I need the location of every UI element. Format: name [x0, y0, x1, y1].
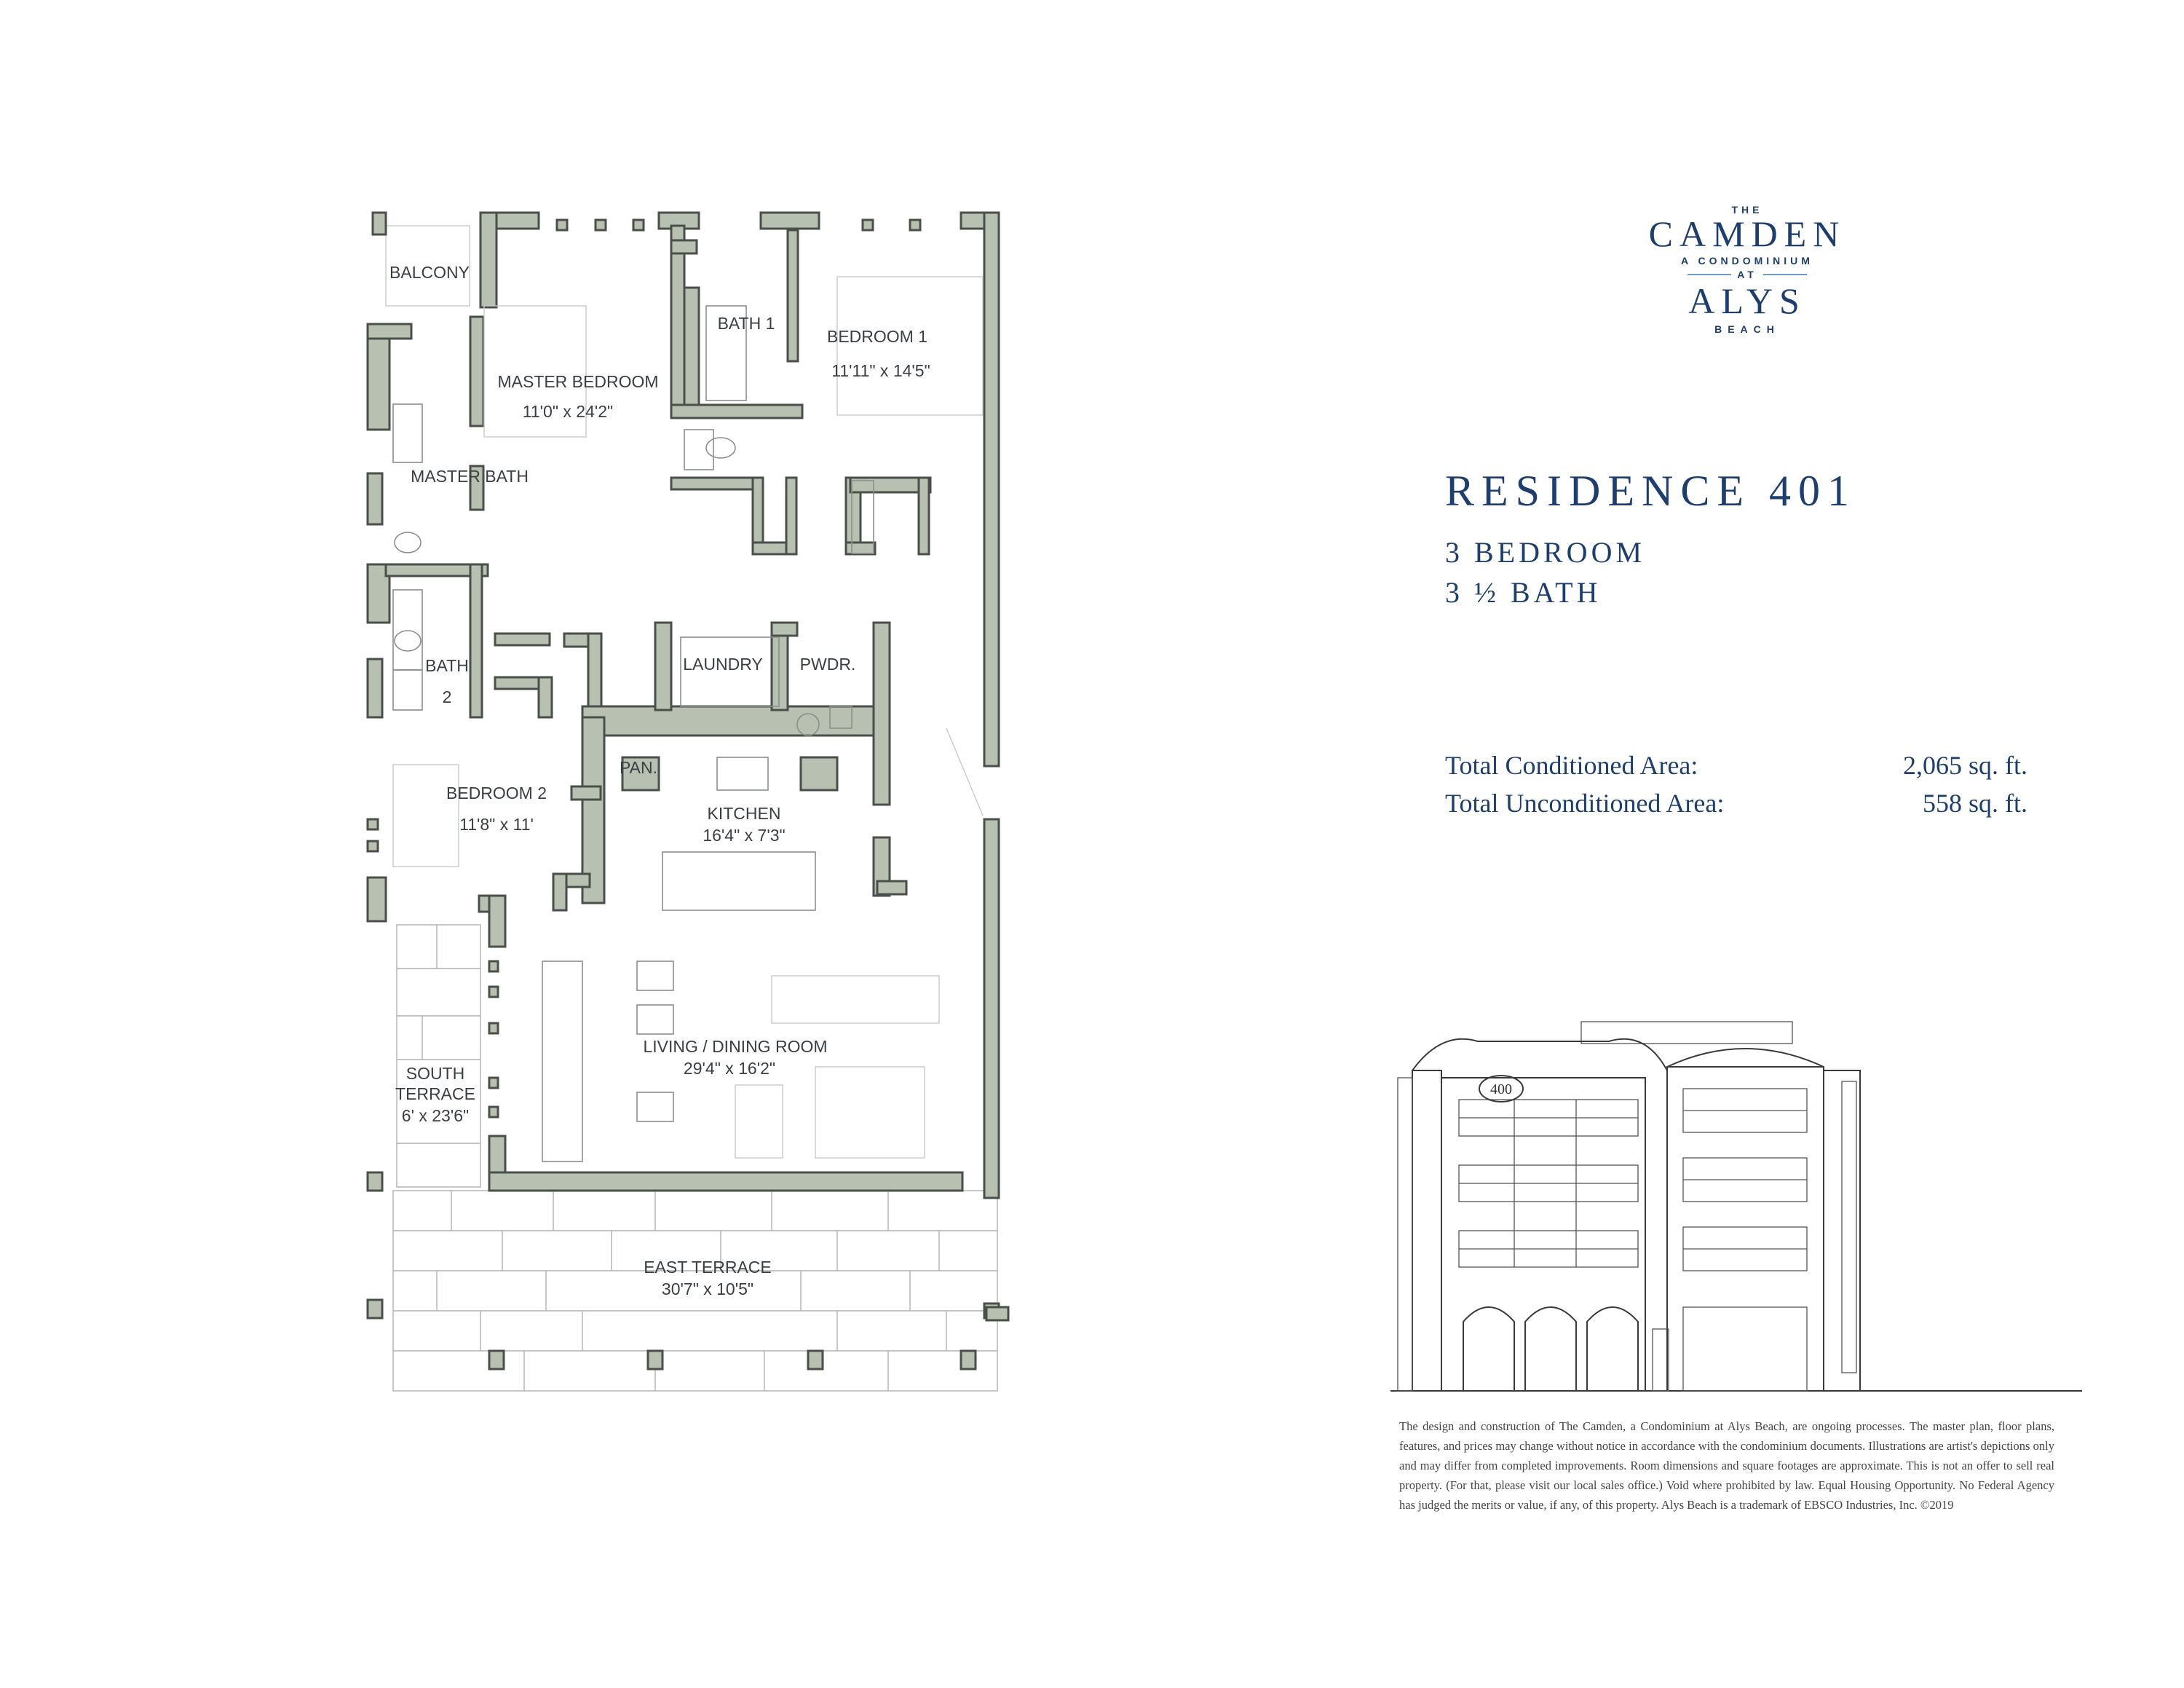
- unconditioned-area-row: Total Unconditioned Area: 558 sq. ft.: [1445, 784, 2027, 822]
- bath-count: 3 ½ BATH: [1445, 576, 1602, 609]
- kitchen-label: KITCHEN: [708, 804, 781, 823]
- living-dining-label: LIVING / DINING ROOM: [643, 1037, 827, 1056]
- residence-title-block: RESIDENCE 401 3 BEDROOM 3 ½ BATH: [1445, 466, 1856, 610]
- logo-at: AT: [1737, 269, 1757, 280]
- logo-alys: ALYS: [1688, 280, 1806, 321]
- logo-camden: CAMDEN: [1648, 213, 1846, 254]
- bedroom-count: 3 BEDROOM: [1445, 536, 1646, 569]
- unconditioned-area-label: Total Unconditioned Area:: [1445, 789, 1725, 818]
- south-terrace-label-1: SOUTH: [406, 1064, 465, 1083]
- pantry-label: PAN.: [620, 758, 657, 777]
- south-terrace-label-2: TERRACE: [395, 1084, 475, 1103]
- bedroom1-dimensions: 11'11" x 14'5": [831, 361, 930, 380]
- bath2-number: 2: [443, 687, 452, 706]
- building-elevation-drawing: 400: [1390, 1021, 2082, 1392]
- master-bath-label: MASTER BATH: [411, 467, 529, 486]
- unconditioned-area-value: 558 sq. ft.: [1923, 789, 2027, 818]
- bedroom2-dimensions: 11'8" x 11': [459, 815, 534, 834]
- bath2-label: BATH: [425, 656, 469, 675]
- logo-the: THE: [1731, 204, 1763, 216]
- residence-title: RESIDENCE 401: [1445, 467, 1856, 515]
- bedroom2-label: BEDROOM 2: [446, 784, 547, 802]
- conditioned-area-value: 2,065 sq. ft.: [1903, 751, 2027, 780]
- area-table: Total Conditioned Area: 2,065 sq. ft. To…: [1445, 746, 2027, 822]
- logo-rule-left: [1688, 274, 1732, 275]
- legal-disclaimer: The design and construction of The Camde…: [1399, 1419, 2054, 1512]
- powder-label: PWDR.: [800, 655, 856, 674]
- interior-walls: [384, 224, 932, 912]
- elevation-unit-number: 400: [1490, 1081, 1512, 1097]
- bedroom1-label: BEDROOM 1: [827, 327, 927, 346]
- elevation-linework: [1390, 1021, 2082, 1392]
- exterior-walls: [366, 211, 1010, 1322]
- balcony-label: BALCONY: [389, 263, 470, 282]
- kitchen-dimensions: 16'4" x 7'3": [703, 826, 785, 845]
- terrace-posts: [366, 1171, 977, 1370]
- conditioned-area-row: Total Conditioned Area: 2,065 sq. ft.: [1445, 746, 2027, 784]
- living-dining-dimensions: 29'4" x 16'2": [684, 1059, 775, 1078]
- logo-rule-right: [1762, 274, 1807, 275]
- camden-logo: THE CAMDEN A CONDOMINIUM AT ALYS BEACH: [1594, 204, 1900, 335]
- logo-at-rule: AT: [1594, 269, 1900, 280]
- south-terrace-paving: [396, 924, 481, 1188]
- master-bedroom-label: MASTER BEDROOM: [497, 372, 658, 391]
- logo-beach: BEACH: [1714, 323, 1780, 335]
- east-terrace-dimensions: 30'7" x 10'5": [662, 1279, 753, 1298]
- laundry-label: LAUNDRY: [683, 655, 763, 674]
- conditioned-area-label: Total Conditioned Area:: [1445, 751, 1698, 780]
- master-bedroom-dimensions: 11'0" x 24'2": [523, 402, 613, 421]
- floor-plan: BALCONY BATH 1 BEDROOM 1 11'11" x 14'5" …: [366, 211, 1010, 1392]
- logo-condominium: A CONDOMINIUM: [1681, 255, 1813, 267]
- south-terrace-dimensions: 6' x 23'6": [402, 1106, 469, 1125]
- bath1-label: BATH 1: [718, 314, 775, 333]
- fixtures: [392, 276, 984, 1162]
- east-terrace-label: EAST TERRACE: [644, 1258, 772, 1277]
